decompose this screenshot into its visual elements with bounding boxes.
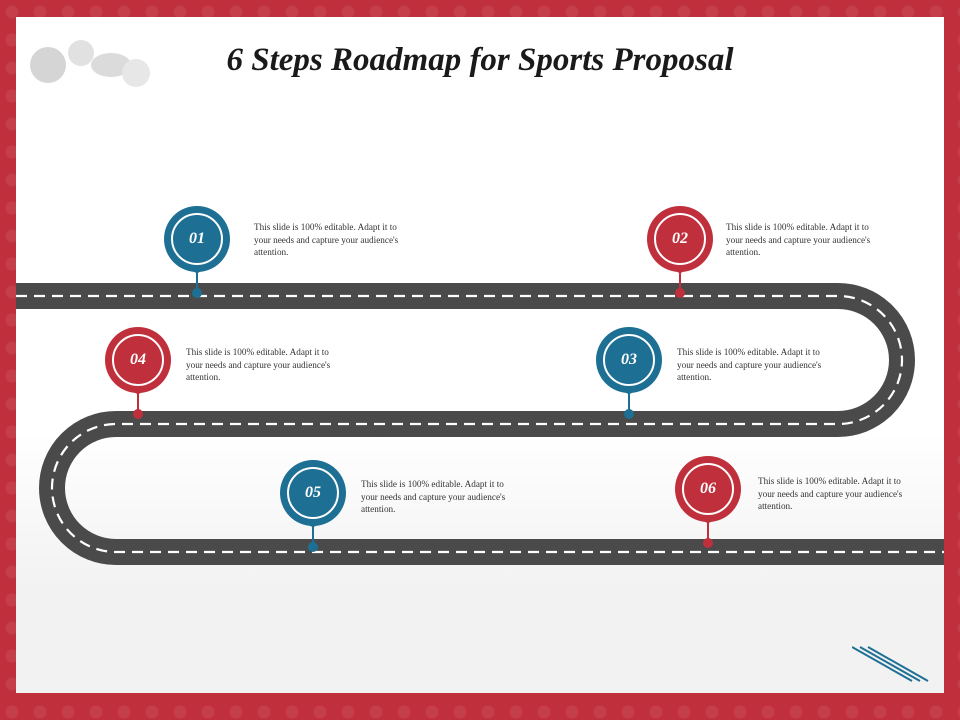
map-pin-icon <box>596 327 662 419</box>
slide-canvas: 6 Steps Roadmap for Sports Proposal 01 T… <box>16 17 944 693</box>
step-02-marker: 02 <box>645 204 725 304</box>
step-number: 03 <box>621 351 637 368</box>
step-03-marker: 03 <box>594 325 674 425</box>
map-pin-icon <box>105 327 171 419</box>
step-number: 04 <box>130 351 146 368</box>
step-number: 05 <box>305 484 321 501</box>
step-05-description: This slide is 100% editable. Adapt it to… <box>361 479 506 514</box>
page-title: 6 Steps Roadmap for Sports Proposal <box>226 42 734 78</box>
step-05-marker: 05 <box>278 458 358 558</box>
map-pin-icon <box>647 206 713 298</box>
step-01-description: This slide is 100% editable. Adapt it to… <box>254 222 399 257</box>
map-pin-icon <box>164 206 230 298</box>
step-06-description: This slide is 100% editable. Adapt it to… <box>758 476 903 511</box>
step-06-marker: 06 <box>673 454 753 554</box>
decorative-lines-icon <box>852 646 929 682</box>
step-number: 06 <box>700 480 716 497</box>
step-03-description: This slide is 100% editable. Adapt it to… <box>677 347 822 382</box>
step-02-description: This slide is 100% editable. Adapt it to… <box>726 222 871 257</box>
map-pin-icon <box>675 456 741 548</box>
step-04-marker: 04 <box>103 325 183 425</box>
step-number: 02 <box>672 230 688 247</box>
step-04-description: This slide is 100% editable. Adapt it to… <box>186 347 331 382</box>
step-number: 01 <box>189 230 205 247</box>
step-01-marker: 01 <box>162 204 242 304</box>
map-pin-icon <box>280 460 346 552</box>
roadmap-road <box>16 283 944 565</box>
sports-balls-icon <box>30 40 150 87</box>
